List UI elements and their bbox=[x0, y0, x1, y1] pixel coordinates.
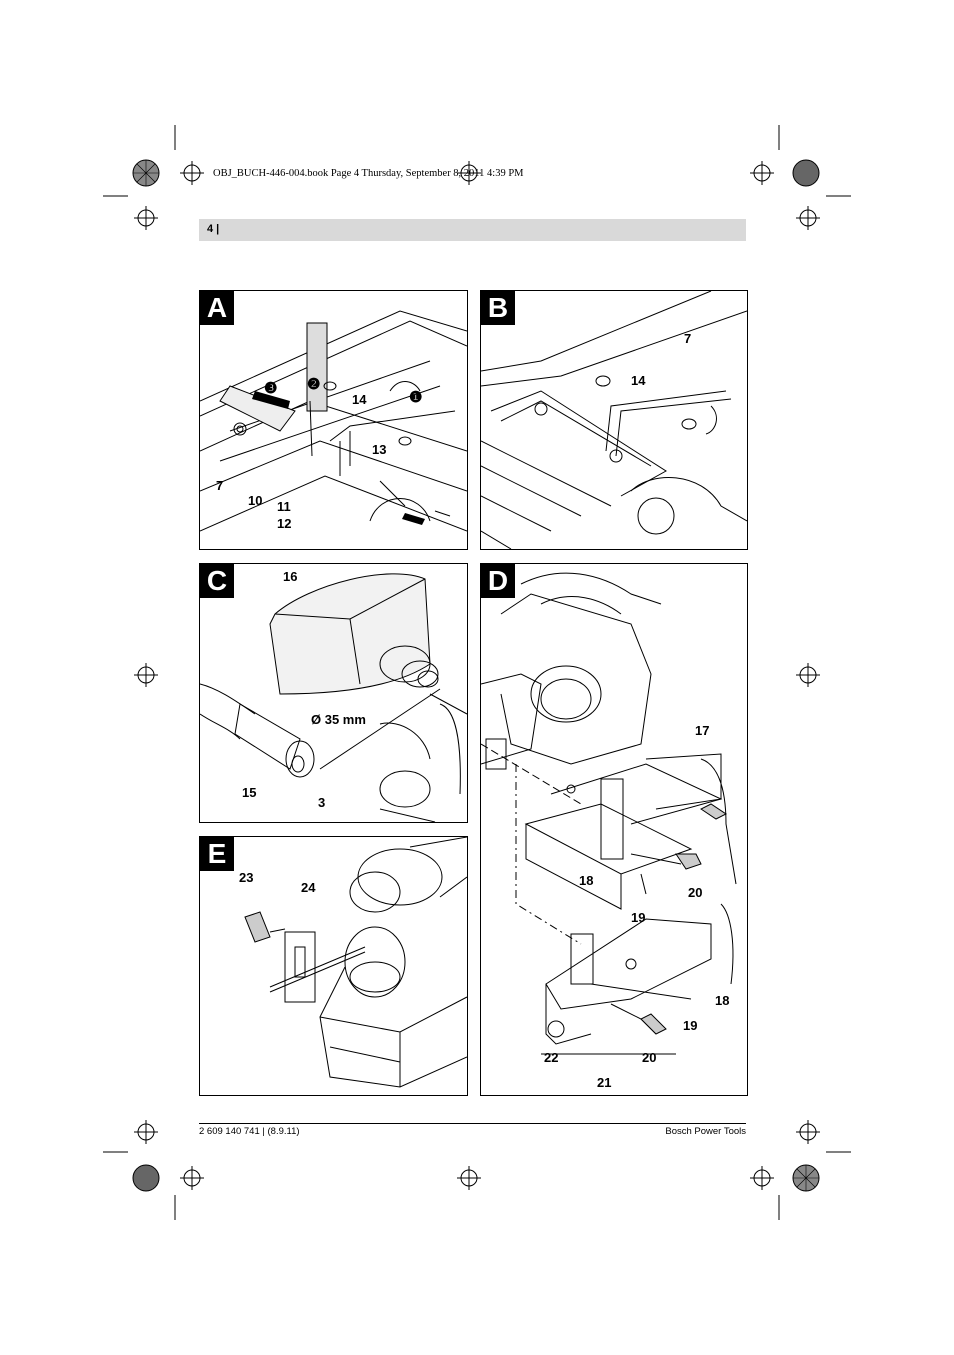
step-3-badge: ❸ bbox=[264, 380, 278, 397]
diameter-label: Ø 35 mm bbox=[311, 712, 366, 727]
figure-a-drawing bbox=[200, 310, 467, 532]
panel-letter-d: D bbox=[481, 564, 515, 598]
callout-a-11: 11 bbox=[277, 499, 291, 514]
step-2-badge: ❷ bbox=[307, 376, 321, 393]
figure-b-drawing bbox=[481, 291, 747, 549]
callout-b-7: 7 bbox=[684, 331, 692, 346]
book-info: OBJ_BUCH-446-004.book Page 4 Thursday, S… bbox=[213, 168, 524, 179]
callout-d-19-lower: 19 bbox=[683, 1018, 698, 1033]
callout-a-10: 10 bbox=[248, 493, 263, 508]
callout-c-3: 3 bbox=[318, 795, 326, 810]
panel-letter-e: E bbox=[200, 837, 234, 871]
callout-d-17: 17 bbox=[695, 723, 710, 738]
callout-d-21: 21 bbox=[597, 1075, 612, 1090]
figure-panel-d: D 17 18 20 19 18 19 22 20 21 bbox=[480, 563, 748, 1096]
page-number: 4 | bbox=[207, 223, 220, 235]
callout-b-14: 14 bbox=[631, 373, 646, 388]
callout-c-16: 16 bbox=[283, 569, 298, 584]
callout-d-19-upper: 19 bbox=[631, 910, 646, 925]
panel-letter-b: B bbox=[481, 291, 515, 325]
figure-c-drawing bbox=[200, 573, 467, 822]
callout-d-18-upper: 18 bbox=[579, 873, 594, 888]
callout-c-15: 15 bbox=[242, 785, 257, 800]
figure-d-drawing bbox=[481, 572, 737, 1055]
callout-a-14: 14 bbox=[352, 392, 367, 407]
callout-e-24: 24 bbox=[301, 880, 316, 895]
callout-d-20-lower: 20 bbox=[642, 1050, 657, 1065]
figure-panel-c: C 16 Ø 35 mm 15 3 bbox=[199, 563, 468, 823]
figure-panel-e: E 23 24 bbox=[199, 836, 468, 1096]
footer-document-number: 2 609 140 741 | (8.9.11) bbox=[199, 1126, 300, 1137]
footer-brand: Bosch Power Tools bbox=[665, 1126, 746, 1137]
step-1-badge: ❶ bbox=[409, 389, 423, 406]
panel-letter-c: C bbox=[200, 564, 234, 598]
figure-panel-b: B 7 14 bbox=[480, 290, 748, 550]
callout-d-20-upper: 20 bbox=[688, 885, 703, 900]
callout-a-13: 13 bbox=[372, 442, 387, 457]
footer-rule bbox=[199, 1123, 746, 1124]
callout-a-7: 7 bbox=[216, 478, 224, 493]
callout-d-22: 22 bbox=[544, 1050, 559, 1065]
callout-d-18-lower: 18 bbox=[715, 993, 730, 1008]
header-bar: 4 | bbox=[199, 219, 746, 241]
figure-panel-a: A 14 13 7 10 11 12 ❶ ❷ ❸ bbox=[199, 290, 468, 550]
figure-e-drawing bbox=[244, 837, 467, 1088]
panel-letter-a: A bbox=[200, 291, 234, 325]
callout-a-12: 12 bbox=[277, 516, 292, 531]
callout-e-23: 23 bbox=[239, 870, 254, 885]
